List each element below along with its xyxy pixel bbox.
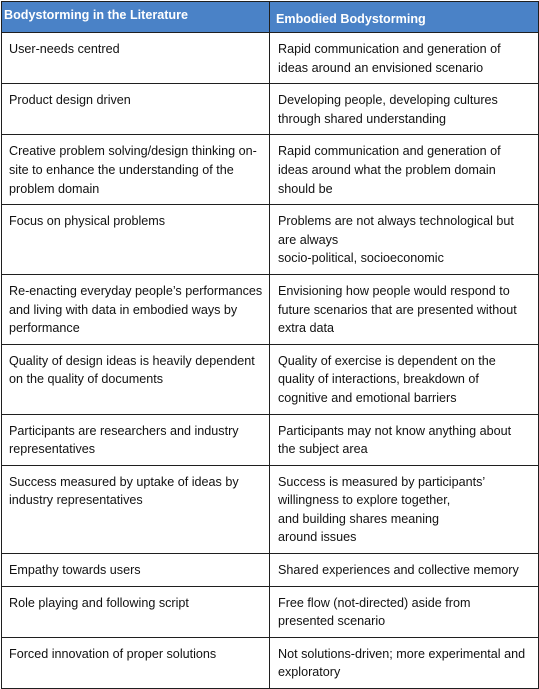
literature-text: Creative problem solving/design thinking… (9, 144, 257, 196)
embodied-text: Participants may not know anything about… (278, 423, 512, 457)
table-row: Quality of design ideas is heavily depen… (1, 343, 539, 415)
embodied-cell: Problems are not always technological bu… (269, 204, 539, 275)
literature-cell: Empathy towards users (1, 553, 270, 587)
table-row: Creative problem solving/design thinking… (1, 134, 539, 206)
embodied-cell: Success is measured by participants’ wil… (269, 464, 539, 555)
literature-text: Empathy towards users (9, 563, 141, 578)
literature-cell: User-needs centred (1, 31, 270, 85)
table-row: Focus on physical problems Problems are n… (1, 204, 539, 275)
embodied-text: Problems are not always technological bu… (278, 214, 514, 266)
literature-cell: Re-enacting everyday people’s performanc… (1, 273, 270, 345)
embodied-cell: Rapid communication and generation of id… (269, 134, 539, 206)
header-label-embodied: Embodied Bodystorming (276, 12, 426, 26)
embodied-text: Not solutions-driven; more experimental … (278, 646, 526, 680)
literature-text: Re-enacting everyday people’s performanc… (9, 283, 263, 336)
literature-text: User-needs centred (9, 42, 120, 56)
literature-text: Product design driven (9, 93, 131, 108)
header-label-literature: Bodystorming in the Literature (4, 8, 189, 22)
literature-text: Focus on physical problems (9, 214, 166, 229)
literature-text: Success measured by uptake of ideas by i… (9, 474, 239, 508)
embodied-text: Success is measured by participants’ wil… (278, 474, 486, 545)
embodied-cell: Not solutions-driven; more experimental … (269, 636, 539, 689)
header-cell-literature: Bodystorming in the Literature (1, 1, 270, 33)
literature-cell: Participants are researchers and industr… (1, 413, 270, 466)
table-row: Success measured by uptake of ideas by i… (1, 464, 539, 555)
literature-text: Participants are researchers and industr… (9, 423, 239, 457)
table-row: Empathy towards users Shared experiences … (1, 553, 539, 587)
literature-cell: Creative problem solving/design thinking… (1, 134, 270, 206)
header-row: Bodystorming in the Literature Embodied … (1, 1, 539, 33)
embodied-cell: Participants may not know anything about… (269, 413, 539, 466)
embodied-text: Quality of exercise is dependent on the … (278, 353, 496, 405)
table-row: Role playing and following script Free fl… (1, 585, 539, 638)
embodied-cell: Free flow (not-directed) aside from pres… (269, 585, 539, 638)
literature-cell: Focus on physical problems (1, 204, 270, 275)
header-cell-embodied: Embodied Bodystorming (269, 1, 539, 33)
literature-text: Forced innovation of proper solutions (9, 646, 217, 661)
literature-cell: Role playing and following script (1, 585, 270, 638)
literature-cell: Forced innovation of proper solutions (1, 636, 270, 689)
literature-cell: Quality of design ideas is heavily depen… (1, 343, 270, 415)
table-row: User-needs centred Rapid communication an… (1, 31, 539, 85)
table-row: Forced innovation of proper solutions Not… (1, 636, 539, 689)
literature-cell: Product design driven (1, 83, 270, 136)
embodied-cell: Rapid communication and generation of id… (269, 31, 539, 85)
embodied-text: Developing people, developing cultures t… (278, 93, 498, 126)
table-row: Re-enacting everyday people’s performanc… (1, 273, 539, 345)
table-row: Participants are researchers and industr… (1, 413, 539, 466)
embodied-text: Free flow (not-directed) aside from pres… (278, 595, 471, 629)
embodied-text: Envisioning how people would respond to … (278, 283, 517, 336)
literature-cell: Success measured by uptake of ideas by i… (1, 464, 270, 555)
embodied-cell: Envisioning how people would respond to … (269, 273, 539, 345)
embodied-cell: Shared experiences and collective memory (269, 553, 539, 587)
literature-text: Role playing and following script (9, 595, 189, 610)
table-row: Product design driven Developing people, … (1, 83, 539, 136)
embodied-text: Rapid communication and generation of id… (278, 42, 501, 75)
embodied-text: Rapid communication and generation of id… (278, 144, 501, 196)
literature-text: Quality of design ideas is heavily depen… (9, 353, 255, 387)
embodied-text: Shared experiences and collective memory (278, 563, 519, 578)
embodied-cell: Developing people, developing cultures t… (269, 83, 539, 136)
embodied-cell: Quality of exercise is dependent on the … (269, 343, 539, 415)
